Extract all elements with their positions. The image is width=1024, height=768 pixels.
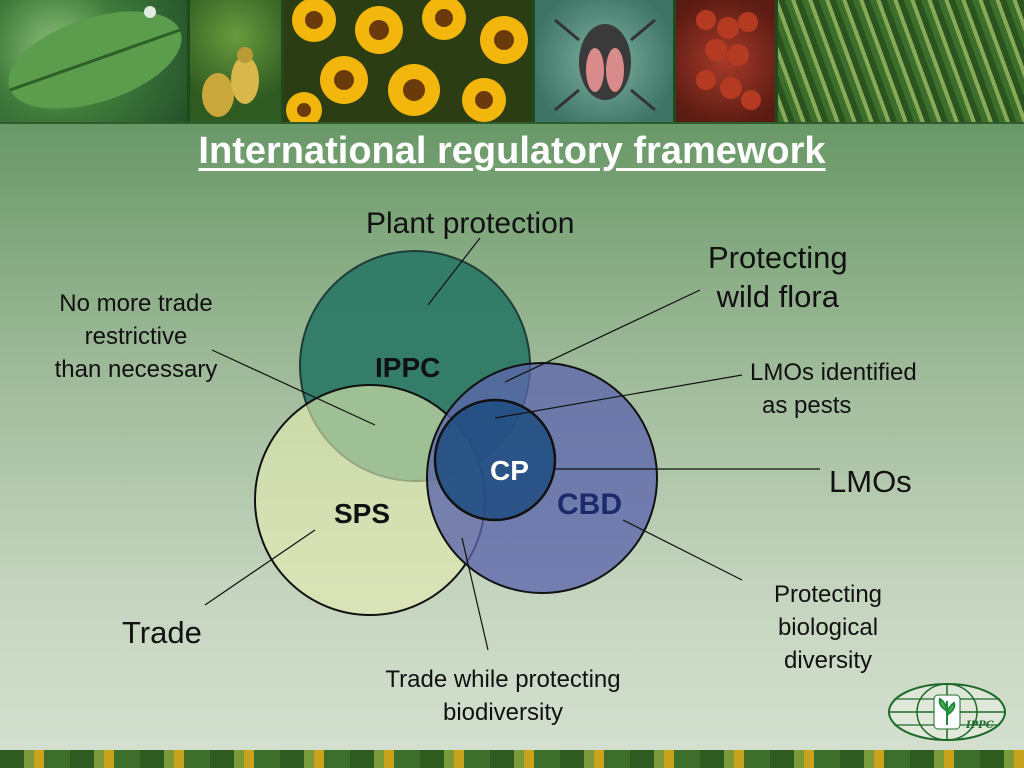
label-line: Trade while protecting — [385, 666, 621, 693]
cp-circle — [433, 398, 557, 522]
leader-biological-diversity — [622, 519, 743, 581]
ippc-logo: IPPC — [888, 683, 1006, 741]
leader-lmos-pests — [494, 374, 743, 419]
label-line: biodiversity — [442, 699, 564, 727]
leader-trade — [204, 529, 316, 606]
label-line: Protecting — [708, 240, 848, 275]
leader-trade-biodiversity — [461, 537, 489, 651]
slide-title: International regulatory framework — [198, 130, 826, 172]
leader-no-more-trade — [211, 349, 376, 426]
lmos-pests-label: LMOs identified as pests — [750, 356, 917, 422]
label-line: wild flora — [716, 278, 839, 314]
biological-diversity-label: Protecting biological diversity — [760, 578, 896, 677]
pear-photo — [190, 0, 284, 122]
plant-protection-label: Plant protection — [366, 207, 575, 240]
logo-text: IPPC — [965, 720, 994, 731]
trade-biodiversity-label: Trade while protecting biodiversity — [355, 663, 651, 729]
trade-label: Trade — [122, 615, 202, 650]
grass-photo — [777, 0, 1024, 122]
label-line: as pests — [762, 392, 852, 420]
ippc-label: IPPC — [375, 352, 441, 383]
beetle-photo — [535, 0, 677, 122]
label-line: biological — [777, 614, 879, 642]
photo-footer — [0, 750, 1024, 768]
label-line: No more trade — [59, 290, 213, 317]
photo-banner — [0, 0, 1024, 124]
label-line: LMOs identified — [750, 359, 917, 386]
cbd-label: CBD — [557, 488, 622, 521]
label-line: diversity — [783, 647, 873, 675]
lmos-label: LMOs — [829, 464, 912, 499]
protecting-wild-flora-label: Protecting wild flora — [708, 239, 848, 317]
label-line: than necessary — [54, 356, 218, 384]
label-line: restrictive — [84, 323, 188, 351]
leader-plant-protection — [427, 237, 481, 306]
no-more-trade-label: No more trade restrictive than necessary — [34, 287, 238, 386]
cp-label: CP — [490, 455, 529, 486]
sunflower-photo — [283, 0, 536, 122]
leader-wild-flora — [504, 289, 701, 383]
berry-photo — [676, 0, 778, 122]
leaf-photo — [0, 0, 191, 122]
label-line: Protecting — [773, 581, 883, 608]
sps-label: SPS — [334, 498, 391, 529]
